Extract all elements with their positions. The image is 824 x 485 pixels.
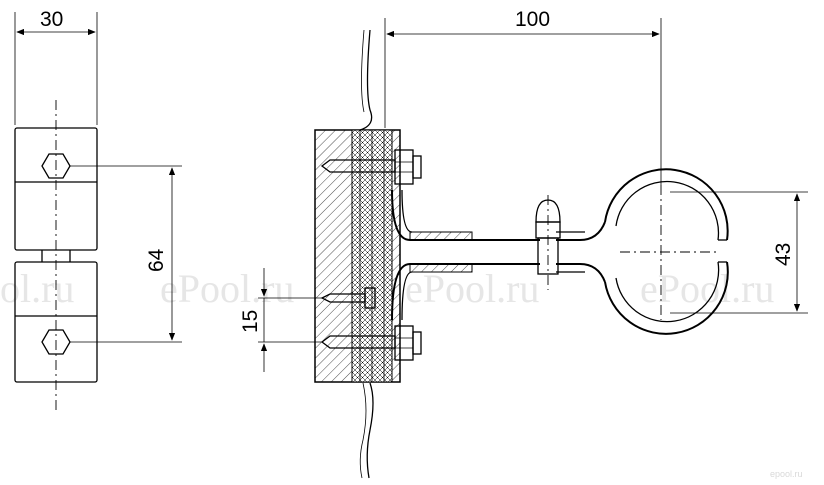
watermark-mid: ePool.ru: [405, 266, 539, 311]
bracket: [391, 189, 606, 321]
section-view: 100 43 15: [239, 8, 808, 479]
dim-width: 30: [40, 8, 63, 31]
pipe-ring: [604, 168, 729, 335]
watermark-left: ol.ru: [0, 266, 74, 311]
watermark-logo: epool.ru: [770, 469, 803, 479]
bolt-top: [320, 149, 422, 185]
dim-diameter: 43: [772, 243, 795, 266]
bolt-bottom: [320, 325, 422, 361]
watermark-group: ol.ru ePool.ru ePool.ru ePool.ru epool.r…: [0, 266, 803, 479]
dim-height: 64: [145, 248, 168, 272]
screw-middle: [320, 287, 376, 309]
dim-depth: 100: [515, 8, 550, 31]
watermark-right: ePool.ru: [640, 266, 774, 311]
watermark-center: ePool.ru: [160, 266, 294, 311]
dim-small: 15: [239, 310, 262, 333]
side-view: 30 64: [14, 8, 182, 410]
